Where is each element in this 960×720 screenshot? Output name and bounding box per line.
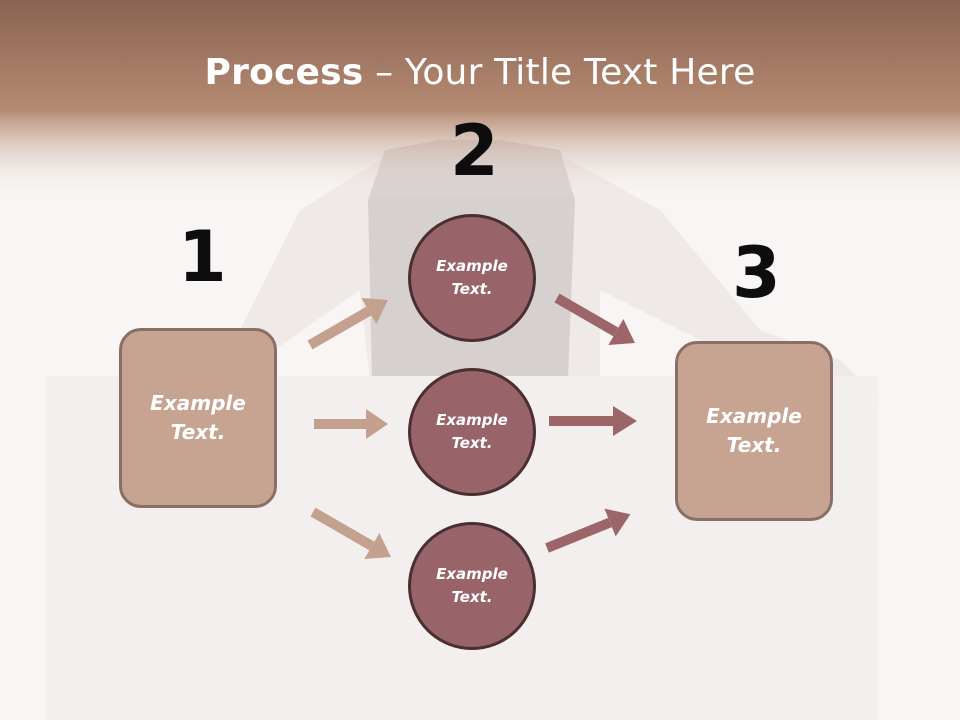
arrow-2-to-3-bottom — [545, 508, 631, 553]
step-1-box: Example Text. — [119, 328, 277, 508]
arrow-1-to-2-bottom — [310, 507, 391, 559]
step-number-1: 1 — [178, 216, 227, 298]
page-title: Process – Your Title Text Here — [0, 52, 960, 93]
arrow-2-to-3-middle — [549, 406, 637, 436]
title-rest: – Your Title Text Here — [363, 52, 756, 93]
step-number-3: 3 — [732, 232, 781, 314]
step-3-box: Example Text. — [675, 341, 833, 521]
step-number-2: 2 — [450, 110, 499, 192]
arrow-1-to-2-middle — [314, 409, 388, 439]
circle-middle: Example Text. — [408, 368, 536, 496]
title-bold: Process — [204, 52, 364, 93]
arrow-2-to-3-top — [554, 293, 635, 345]
circle-top: Example Text. — [408, 214, 536, 342]
arrow-1-to-2-top — [307, 298, 388, 350]
circle-bottom: Example Text. — [408, 522, 536, 650]
